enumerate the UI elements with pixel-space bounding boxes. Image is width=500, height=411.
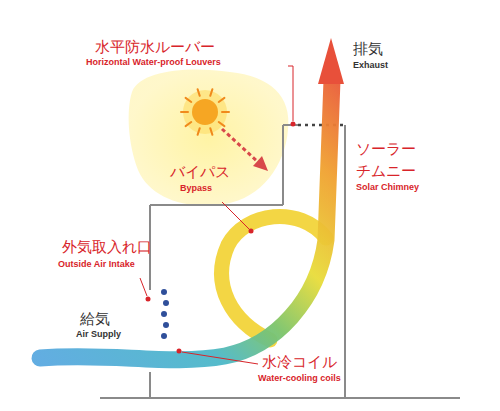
bypass-label-en: Bypass [180,183,212,194]
airflow-band [40,80,332,360]
coil-label: 水冷コイル [262,353,337,371]
intake-dot [161,333,167,339]
louver-label-en: Horizontal Water-proof Louvers [86,57,221,68]
sun-ray [219,122,225,126]
intake-dots [161,289,169,339]
intake-dot [163,300,169,306]
sun-ray [210,128,212,135]
sun-ray [186,122,192,126]
supply-label: 給気 [80,310,110,328]
sun-ray [219,98,225,102]
supply-label-en: Air Supply [76,329,121,340]
intake-dot [163,322,169,328]
intake-label: 外気取入れ口 [62,238,152,256]
bypass-label: バイパス [170,163,230,181]
exhaust-arrowhead [318,38,344,84]
leader-dots [146,122,296,354]
exhaust-label-en: Exhaust [353,60,388,71]
intake-dot [161,289,167,295]
chimney-label-en: Solar Chimney [356,182,419,193]
exhaust-label: 排気 [353,40,383,58]
sun [181,89,229,135]
sun-ray [198,89,200,96]
louver-label: 水平防水ルーバー [95,38,215,56]
intake-dot [161,311,167,317]
chimney-label: ソーラー チムニー [356,138,424,182]
intake-label-en: Outside Air Intake [58,259,135,270]
sun-ray [198,128,200,135]
sun-ray [186,98,192,102]
sun-ray [181,111,188,113]
coil-label-en: Water-cooling coils [258,373,341,384]
sun-ray [210,89,212,96]
leader-lines [140,66,293,364]
sunlight-wash [129,69,289,205]
sun-ray [222,111,229,113]
